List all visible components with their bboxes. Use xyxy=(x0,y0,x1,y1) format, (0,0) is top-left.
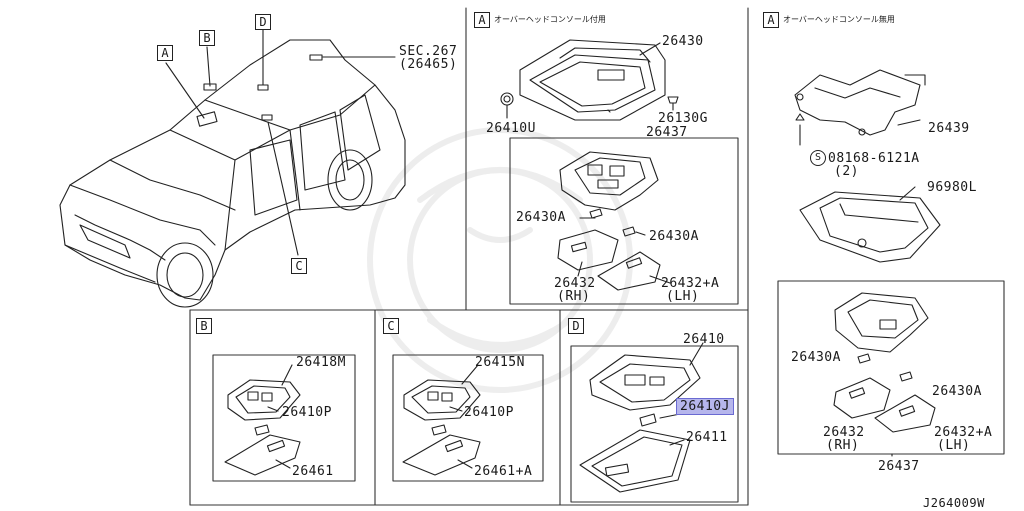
panel-a-top-title: オーバーヘッドコンソール付用 xyxy=(494,15,606,24)
panel-a-right-title: オーバーヘッドコンソール無用 xyxy=(783,15,895,24)
part-26461a: 26461+A xyxy=(474,464,533,479)
panel-c-label: C xyxy=(383,318,399,334)
diagram-id-code: J264009W xyxy=(923,496,985,510)
part-26439: 26439 xyxy=(928,121,970,136)
screw-quantity: (2) xyxy=(834,164,859,179)
panel-a-top-linework xyxy=(500,39,679,291)
part-26432-rh-note: (RH) xyxy=(557,289,591,304)
panel-a-top-label: A xyxy=(474,12,490,28)
panel-frames xyxy=(189,7,1005,506)
watermark-emblem xyxy=(367,127,633,393)
part-26410: 26410 xyxy=(683,332,725,347)
part-26430: 26430 xyxy=(662,34,704,49)
part-26415n: 26415N xyxy=(475,355,525,370)
part-26430a-left: 26430A xyxy=(516,210,566,225)
callout-d: D xyxy=(255,14,271,30)
callout-c: C xyxy=(291,258,307,274)
part-26410j-highlight[interactable]: 26410J xyxy=(676,398,734,415)
section-reference: SEC.267 xyxy=(399,44,458,59)
panel-d-label: D xyxy=(568,318,584,334)
part-26430a-right-2: 26430A xyxy=(932,384,982,399)
part-26437-a-top: 26437 xyxy=(646,125,688,140)
section-reference-part: (26465) xyxy=(399,57,458,72)
part-08168-6121a: 08168-6121A xyxy=(828,151,920,166)
part-26432a-lh-note-2: (LH) xyxy=(937,438,971,453)
vehicle-drawing xyxy=(59,29,406,308)
panel-a-right-linework xyxy=(794,69,941,457)
part-26411: 26411 xyxy=(686,430,728,445)
screw-symbol: S xyxy=(810,150,826,166)
part-26410p-c: 26410P xyxy=(464,405,514,420)
part-26432-rh-note-2: (RH) xyxy=(826,438,860,453)
part-26418m: 26418M xyxy=(296,355,346,370)
part-26430a-right: 26430A xyxy=(649,229,699,244)
callout-b: B xyxy=(199,30,215,46)
part-26130g: 26130G xyxy=(658,111,708,126)
panel-b-label: B xyxy=(196,318,212,334)
part-26437-a-right: 26437 xyxy=(878,459,920,474)
part-26432a-lh-2: 26432+A xyxy=(934,425,993,440)
panel-d-linework xyxy=(579,342,704,493)
part-26432a-lh: 26432+A xyxy=(661,276,720,291)
panel-a-right-label: A xyxy=(763,12,779,28)
panel-c-linework xyxy=(402,364,481,476)
part-26430a-left-2: 26430A xyxy=(791,350,841,365)
part-26432-rh-2: 26432 xyxy=(823,425,865,440)
part-26410p-b: 26410P xyxy=(282,405,332,420)
part-26432-rh: 26432 xyxy=(554,276,596,291)
part-26410u: 26410U xyxy=(486,121,536,136)
part-26432a-lh-note: (LH) xyxy=(666,289,700,304)
part-26461: 26461 xyxy=(292,464,334,479)
part-96980l: 96980L xyxy=(927,180,977,195)
panel-b-linework xyxy=(224,364,301,476)
callout-a: A xyxy=(157,45,173,61)
